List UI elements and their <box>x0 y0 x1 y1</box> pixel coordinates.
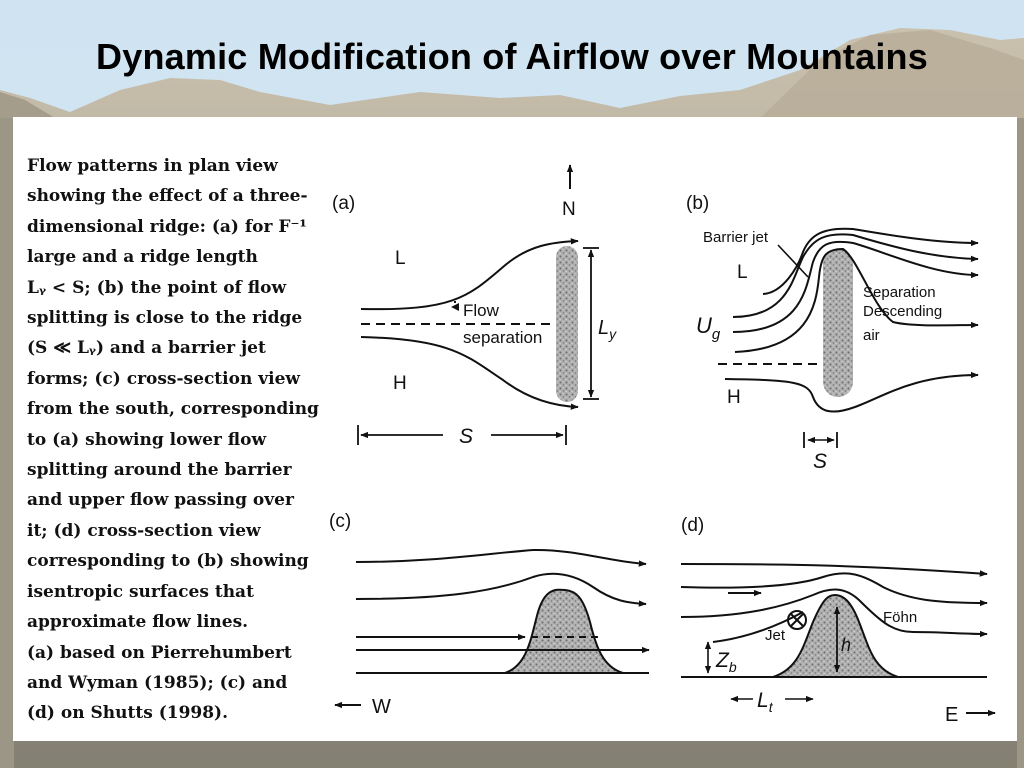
barrier-jet-label: Barrier jet <box>703 229 769 246</box>
caption-line: Lᵧ < S; (b) the point of flow <box>27 277 287 298</box>
caption-line: (d) on Shutts (1998). <box>27 703 229 724</box>
figure-caption: Flow patterns in plan view showing the e… <box>27 151 319 729</box>
caption-line: isentropic surfaces that <box>27 581 254 602</box>
panel-a: (a) N L H Flow separation Ly <box>332 164 617 448</box>
separation-label: separation <box>463 328 542 347</box>
panel-c: (c) W <box>329 511 650 718</box>
descending-label: Descending <box>863 303 942 320</box>
caption-line: Flow patterns in plan view <box>27 156 278 176</box>
jet-symbol <box>787 610 807 630</box>
low-pressure-label: L <box>395 248 406 269</box>
caption-line: (a) based on Pierrehumbert <box>27 642 292 663</box>
streamline-d2 <box>680 572 988 607</box>
streamline-b4 <box>734 247 979 353</box>
streamline-upper <box>360 238 579 311</box>
north-label: N <box>562 199 576 220</box>
panel-c-label: (c) <box>329 511 351 532</box>
streamline-b2 <box>732 233 979 318</box>
flow-arrowhead <box>451 303 459 311</box>
high-pressure-label-b: H <box>727 387 741 408</box>
air-label: air <box>863 327 880 344</box>
separation-label-b: Separation <box>863 284 936 301</box>
caption-line: (S ≪ Lᵧ) and a barrier jet <box>27 338 266 359</box>
flow-label: Flow <box>463 301 500 320</box>
s-label-a: S <box>459 425 473 448</box>
caption-line: and upper flow passing over <box>27 490 294 511</box>
ridge-b <box>823 249 853 397</box>
height-label: h <box>841 635 851 655</box>
panel-b-label: (b) <box>686 193 709 214</box>
caption-line: splitting is close to the ridge <box>27 308 303 329</box>
mountain-c <box>504 588 624 674</box>
low-pressure-label-b: L <box>737 262 748 283</box>
s-label-b: S <box>813 450 827 473</box>
caption-line: dimensional ridge: (a) for F⁻¹ <box>27 216 307 237</box>
caption-line: large and a ridge length <box>27 247 258 268</box>
streamline-c1 <box>355 548 647 567</box>
zb-label: Zb <box>715 649 737 675</box>
slide-title: Dynamic Modification of Airflow over Mou… <box>96 36 928 77</box>
barrier-jet-pointer <box>777 244 809 278</box>
panel-a-label: (a) <box>332 193 355 214</box>
caption-line: splitting around the barrier <box>27 460 292 481</box>
figure-panel: Flow patterns in plan view showing the e… <box>13 117 1017 741</box>
streamline-c2 <box>355 572 647 607</box>
caption-line: approximate flow lines. <box>27 612 249 633</box>
foehn-label: Föhn <box>883 609 917 626</box>
jet-label: Jet <box>765 627 786 644</box>
east-label: E <box>945 704 958 726</box>
caption-line: from the south, corresponding <box>27 399 319 420</box>
streamline-d4 <box>712 611 804 643</box>
streamline-d1 <box>680 563 988 577</box>
ly-label: Ly <box>598 317 617 342</box>
high-pressure-label: H <box>393 373 407 394</box>
streamline-b5 <box>724 371 979 413</box>
panel-b: (b) Barrier jet L H Ug Separation Descen… <box>686 193 979 473</box>
panel-d: (d) h Jet Föhn Zb Lt E <box>680 515 996 726</box>
panel-d-label: (d) <box>681 515 704 536</box>
caption-line: it; (d) cross-section view <box>27 520 261 541</box>
streamline-lower <box>360 336 579 410</box>
streamline-b3 <box>732 240 979 333</box>
mountain-d <box>772 593 899 678</box>
caption-line: corresponding to (b) showing <box>27 551 309 572</box>
streamline-b1 <box>762 227 979 295</box>
west-label: W <box>372 696 391 718</box>
ridge-a <box>556 246 578 402</box>
streamline-d3 <box>680 588 988 638</box>
ug-label: Ug <box>696 313 721 343</box>
lt-label: Lt <box>757 689 774 715</box>
caption-line: showing the effect of a three- <box>27 186 308 207</box>
caption-line: to (a) showing lower flow <box>27 429 267 450</box>
airflow-diagram: (a) N L H Flow separation Ly <box>329 164 996 726</box>
caption-line: forms; (c) cross-section view <box>27 368 301 389</box>
caption-line: and Wyman (1985); (c) and <box>27 672 288 693</box>
